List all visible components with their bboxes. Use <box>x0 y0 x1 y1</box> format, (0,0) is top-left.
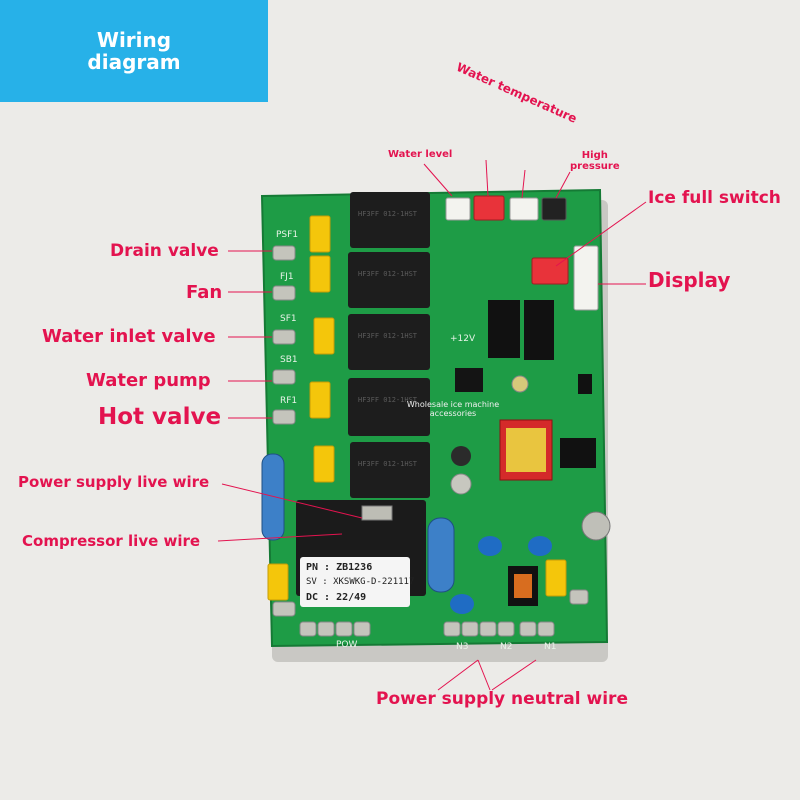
title-line-2: diagram <box>87 50 181 74</box>
title-line-1: Wiring <box>96 28 172 52</box>
silk-psf1: PSF1 <box>276 230 299 240</box>
silk-n2: N2 <box>500 642 513 652</box>
label-water-inlet-valve: Water inlet valve <box>42 326 216 347</box>
label-ice-full-switch: Ice full switch <box>648 188 781 208</box>
silk-sf1: SF1 <box>280 314 297 324</box>
blue-capacitor <box>427 517 455 593</box>
top-connectors <box>445 195 567 221</box>
date-code: DC : 22/49 <box>306 592 367 603</box>
label-water-level: Water level <box>388 149 453 160</box>
svg-text:HF3FF 012-1HST: HF3FF 012-1HST <box>358 332 418 340</box>
svg-text:HF3FF 012-1HST: HF3FF 012-1HST <box>358 460 418 468</box>
part-number: PN : ZB1236 <box>306 562 373 573</box>
diagram-title: Wiring diagram <box>0 0 268 102</box>
capacitor <box>581 511 611 541</box>
display-connector <box>573 245 599 311</box>
label-power-supply-live-wire: Power supply live wire <box>18 473 210 491</box>
silk-rf1: RF1 <box>280 396 298 406</box>
jumper <box>455 368 483 392</box>
left-terminals <box>272 245 296 617</box>
svg-text:HF3FF 012-1HST: HF3FF 012-1HST <box>358 210 418 218</box>
label-high-pressure-line-1: High <box>581 150 608 161</box>
silk-n3: N3 <box>456 642 469 652</box>
label-power-supply-neutral-wire: Power supply neutral wire <box>376 689 628 709</box>
ic-chip <box>488 300 520 358</box>
silk-sb1: SB1 <box>280 355 298 365</box>
svg-text:HF3FF 012-1HST: HF3FF 012-1HST <box>358 396 418 404</box>
label-fan: Fan <box>186 282 223 303</box>
silk-fj1: FJ1 <box>280 272 294 282</box>
watermark: Wholesale ice machine accessories <box>398 400 508 418</box>
board-part-label: PN : ZB1236 SV : XKSWKG-D-221117 DC : 22… <box>300 557 415 607</box>
label-compressor-live-wire: Compressor live wire <box>22 532 201 550</box>
capacitor <box>451 446 471 466</box>
blue-capacitor <box>261 453 285 541</box>
ic-chip <box>524 300 554 360</box>
silk-n1: N1 <box>544 642 557 652</box>
svg-text:HF3FF 012-1HST: HF3FF 012-1HST <box>358 270 418 278</box>
bottom-terminals <box>299 589 589 637</box>
watermark-line-2: accessories <box>429 409 477 418</box>
label-hot-valve: Hot valve <box>98 404 222 430</box>
label-display: Display <box>648 268 731 292</box>
software-version: SV : XKSWKG-D-221117 <box>306 577 415 587</box>
label-drain-valve: Drain valve <box>110 241 219 261</box>
label-high-pressure: High pressure <box>570 150 620 172</box>
ice-full-connector <box>531 257 569 285</box>
watermark-line-1: Wholesale ice machine <box>406 400 500 409</box>
yellow-capacitors <box>267 215 567 601</box>
label-high-pressure-line-2: pressure <box>570 161 620 172</box>
callout-lines <box>217 159 647 691</box>
silk-pow: POW <box>336 640 358 650</box>
label-water-pump: Water pump <box>86 370 211 391</box>
ic-chip <box>560 438 596 468</box>
silk-12v: +12V <box>450 334 476 344</box>
